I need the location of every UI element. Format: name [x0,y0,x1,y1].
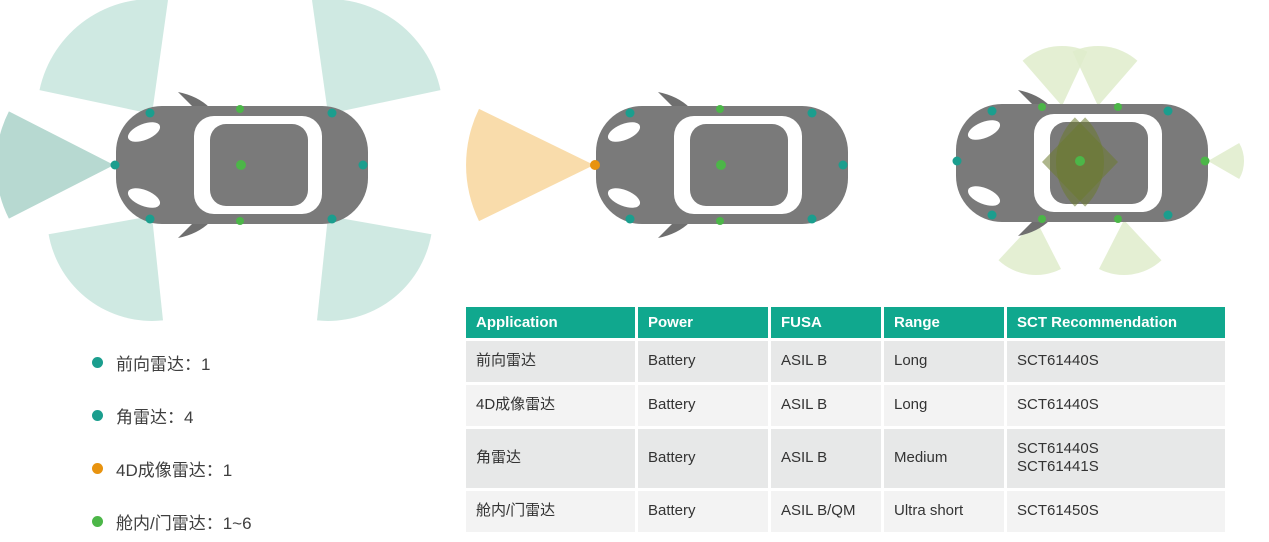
rear-radar-dot [358,160,368,170]
cabin-radar-fan [1042,117,1105,207]
legend-label: 舱内/门雷达：1~6 [116,514,252,533]
table-cell: 舱内/门雷达 [463,488,638,535]
table-header-row: Application Power FUSA Range SCT Recomme… [463,304,1228,341]
door-radar-dot [1038,215,1046,223]
door-radar-fan [1099,220,1162,275]
legend-item-forward-radar: 前向雷达：1 [92,350,252,375]
rear-radar-dot [1200,156,1210,166]
legend-item-corner-radar: 角雷达：4 [92,403,252,428]
col-header-power: Power [635,304,771,341]
corner-radar-dot [987,106,997,116]
table-cell: ASIL B [768,381,884,429]
corner-radar-dot [987,210,997,220]
corner-radar-fan [48,216,163,321]
forward-radar-dot [952,156,962,166]
door-radar-fan [1022,45,1088,106]
forward-radar-dot [110,160,120,170]
legend-label: 4D成像雷达：1 [116,461,233,480]
door-radar-fan [1208,143,1245,179]
table-cell: Battery [635,425,771,491]
table-cell: 角雷达 [463,425,638,491]
legend-label: 前向雷达：1 [116,355,211,374]
door-radar-dot [236,105,244,113]
door-radar-dot [1114,215,1122,223]
corner-radar-dot-icon [92,410,103,421]
corner-radar-dot [625,108,635,118]
table-row: 4D成像雷达 Battery ASIL B Long SCT61440S [463,381,1228,429]
table-cell: SCT61440S SCT61441S [1004,425,1228,491]
door-radar-dot [716,105,724,113]
corner-radar-fan [312,0,441,114]
corner-radar-dot [807,108,817,118]
corner-radar-dot [327,214,337,224]
table-cell: ASIL B/QM [768,488,884,535]
imaging-radar-dot [590,160,600,170]
imaging-radar-dot-icon [92,463,103,474]
table-cell: 4D成像雷达 [463,381,638,429]
table-row: 前向雷达 Battery ASIL B Long SCT61440S [463,338,1228,385]
door-radar-dot [1038,103,1046,111]
corner-radar-fan [39,0,168,114]
forward-radar-dot-icon [92,357,103,368]
cabin-radar-dot [236,160,246,170]
legend-item-4d-imaging-radar: 4D成像雷达：1 [92,456,252,481]
door-radar-fan [998,220,1061,275]
table-cell: Long [881,381,1007,429]
table-cell: 前向雷达 [463,338,638,385]
cabin-radar-dot [716,160,726,170]
cabin-radar-fan [1055,117,1118,207]
radar-spec-table: Application Power FUSA Range SCT Recomme… [463,304,1228,535]
door-radar-dot [1114,103,1122,111]
corner-radar-dot [1163,210,1173,220]
rear-radar-dot [838,160,848,170]
door-radar-dot [716,217,724,225]
diagram-corner-forward-radar [0,0,441,321]
corner-radar-fan [317,216,432,321]
diagram-cabin-door-radar [952,45,1245,275]
table-cell: Medium [881,425,1007,491]
corner-radar-dot [807,214,817,224]
table-row: 角雷达 Battery ASIL B Medium SCT61440S SCT6… [463,425,1228,491]
imaging-radar-fan [466,108,594,222]
corner-radar-dot [327,108,337,118]
table-cell: SCT61440S [1004,338,1228,385]
table-cell: Ultra short [881,488,1007,535]
legend-label: 角雷达：4 [116,408,194,427]
corner-radar-dot [1163,106,1173,116]
legend-item-cabin-door-radar: 舱内/门雷达：1~6 [92,509,252,534]
col-header-sct-recommendation: SCT Recommendation [1004,304,1228,341]
corner-radar-dot [145,214,155,224]
corner-radar-dot [145,108,155,118]
col-header-range: Range [881,304,1007,341]
diagram-4d-imaging-radar [466,92,848,238]
table-cell: Long [881,338,1007,385]
table-cell: SCT61450S [1004,488,1228,535]
col-header-fusa: FUSA [768,304,884,341]
table-cell: ASIL B [768,338,884,385]
cabin-radar-dot [1075,156,1085,166]
table-cell: Battery [635,488,771,535]
cabin-radar-dot-icon [92,516,103,527]
door-radar-dot [236,217,244,225]
table-cell: Battery [635,338,771,385]
door-radar-fan [1072,45,1138,106]
table-row: 舱内/门雷达 Battery ASIL B/QM Ultra short SCT… [463,488,1228,535]
forward-radar-fan [0,111,114,219]
table-cell: Battery [635,381,771,429]
corner-radar-dot [625,214,635,224]
table-cell: ASIL B [768,425,884,491]
radar-legend: 前向雷达：1 角雷达：4 4D成像雷达：1 舱内/门雷达：1~6 [92,350,252,534]
col-header-application: Application [463,304,638,341]
car-radar-diagrams [0,0,1245,321]
table-cell: SCT61440S [1004,381,1228,429]
